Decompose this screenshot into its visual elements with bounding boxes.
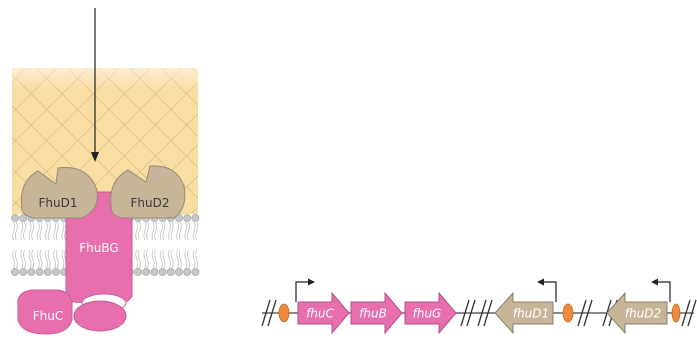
gene-fhuc-label: fhuC: [306, 307, 334, 321]
lipid-head: [36, 268, 43, 275]
fur-box-1: [279, 304, 289, 322]
lipid-head: [52, 268, 59, 275]
lipid-head: [134, 268, 141, 275]
lipid-head: [11, 214, 18, 221]
lipid-head: [11, 268, 18, 275]
gene-fhud1-label: fhuD1: [513, 307, 549, 321]
gene-fhub-label: fhuB: [359, 307, 387, 321]
gene-fhud2-label: fhuD2: [625, 307, 661, 321]
gene-fhug-label: fhuG: [413, 307, 442, 321]
fhud1-label: FhuD1: [39, 196, 78, 210]
promoter-arrowhead-fhud1: [537, 279, 544, 286]
cell-wall-fade: [12, 68, 198, 90]
membrane-diagram: FhuBG FhuC FhuD1 FhuD2: [11, 8, 199, 334]
lipid-head: [151, 268, 158, 275]
promoter-arrow-fhud2: [656, 282, 670, 302]
lipid-head: [20, 268, 27, 275]
fhuc-label: FhuC: [33, 309, 64, 323]
fur-box-3: [672, 304, 680, 322]
promoter-arrow-fhud1: [542, 282, 556, 302]
fhuc-lobe-right: [74, 301, 126, 331]
fhud2-lipoprotein: [111, 166, 185, 218]
lipid-head: [184, 268, 191, 275]
lipid-head: [167, 268, 174, 275]
promoter-arrowhead-fhuc: [308, 279, 315, 286]
fhud1-lipoprotein: [21, 167, 97, 218]
promoter-arrow-fhuc: [296, 282, 310, 302]
promoter-arrowhead-fhud2: [651, 279, 658, 286]
lipid-head: [184, 214, 191, 221]
lipid-head: [44, 268, 51, 275]
lipid-head: [192, 268, 199, 275]
lipid-head: [143, 268, 150, 275]
fhubg-label: FhuBG: [79, 241, 118, 255]
lipid-head: [175, 268, 182, 275]
lipid-head: [159, 268, 166, 275]
lipid-head: [20, 214, 27, 221]
operon-diagram: fhuC fhuB fhuG fhuD1 fhuD2: [262, 279, 696, 334]
fur-box-2: [563, 304, 573, 322]
fhud2-label: FhuD2: [131, 196, 170, 210]
lipid-head: [28, 268, 35, 275]
lipid-head: [192, 214, 199, 221]
